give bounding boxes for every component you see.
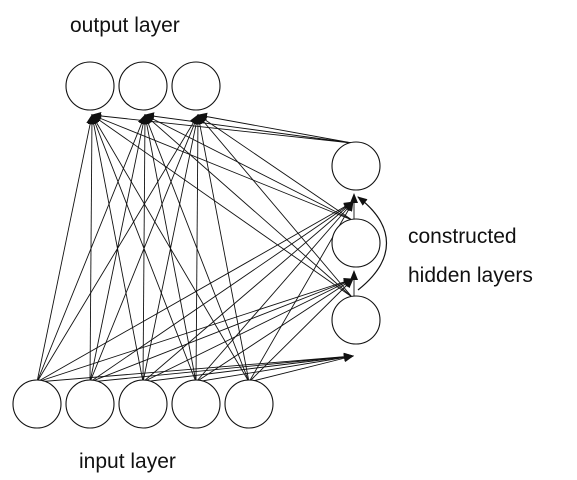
edge-input-1-to-output-1 bbox=[36, 114, 95, 383]
edge-input-1-to-hidden-2 bbox=[36, 277, 354, 383]
edge-hidden-2-to-output-3 bbox=[197, 114, 353, 221]
output-node-3 bbox=[171, 61, 221, 111]
connection-edges bbox=[36, 111, 388, 383]
edge-input-5-to-output-1 bbox=[91, 114, 250, 383]
edge-input-1-to-hidden-3 bbox=[36, 352, 354, 383]
edge-input-5-to-output-2 bbox=[144, 114, 250, 383]
edge-hidden-3-to-output-2 bbox=[144, 114, 353, 298]
hidden-node-2 bbox=[331, 218, 381, 268]
hidden-layers-label-line2: hidden layers bbox=[408, 264, 533, 287]
edge-input-4-to-hidden-3 bbox=[195, 353, 354, 383]
input-node-4 bbox=[171, 379, 221, 429]
output-node-2 bbox=[118, 61, 168, 111]
edge-input-3-to-hidden-1 bbox=[142, 201, 354, 383]
hidden-node-3 bbox=[331, 295, 381, 345]
edge-hidden-1-to-output-3 bbox=[197, 112, 353, 144]
edge-hidden-skip-curve bbox=[357, 196, 388, 291]
edge-input-5-to-hidden-2 bbox=[248, 278, 354, 383]
edge-hidden-1-to-output-2 bbox=[144, 112, 353, 144]
input-node-5 bbox=[224, 379, 274, 429]
edge-hidden-1-to-output-1 bbox=[91, 111, 353, 144]
edge-input-3-to-hidden-2 bbox=[142, 278, 354, 383]
hidden-node-1 bbox=[331, 141, 381, 191]
edge-hidden-3-to-output-3 bbox=[197, 114, 353, 298]
edge-hidden-2-to-output-1 bbox=[91, 114, 353, 221]
neuron-nodes bbox=[12, 61, 381, 429]
edge-input-5-to-hidden-3 bbox=[248, 354, 354, 383]
edge-input-1-to-hidden-1 bbox=[36, 201, 354, 383]
edge-input-5-to-output-3 bbox=[195, 114, 250, 383]
edge-hidden-3-to-output-1 bbox=[91, 114, 353, 298]
input-node-3 bbox=[118, 379, 168, 429]
edge-hidden-2-to-output-2 bbox=[144, 114, 353, 221]
edge-input-2-to-output-1 bbox=[87, 114, 96, 383]
edge-input-2-to-hidden-2 bbox=[89, 278, 354, 383]
input-layer-label: input layer bbox=[79, 450, 176, 473]
output-layer-label: output layer bbox=[70, 14, 180, 37]
edge-input-3-to-hidden-3 bbox=[142, 353, 354, 383]
edge-input-4-to-hidden-1 bbox=[195, 201, 354, 383]
edge-input-2-to-hidden-1 bbox=[89, 201, 354, 383]
input-node-1 bbox=[12, 379, 62, 429]
edge-input-3-to-output-1 bbox=[89, 114, 144, 383]
edge-input-4-to-hidden-2 bbox=[195, 278, 354, 383]
edge-input-4-to-output-1 bbox=[91, 114, 197, 383]
output-node-1 bbox=[65, 61, 115, 111]
input-node-2 bbox=[65, 379, 115, 429]
edge-input-2-to-hidden-3 bbox=[89, 352, 354, 383]
hidden-layers-label-line1: constructed bbox=[408, 225, 517, 248]
